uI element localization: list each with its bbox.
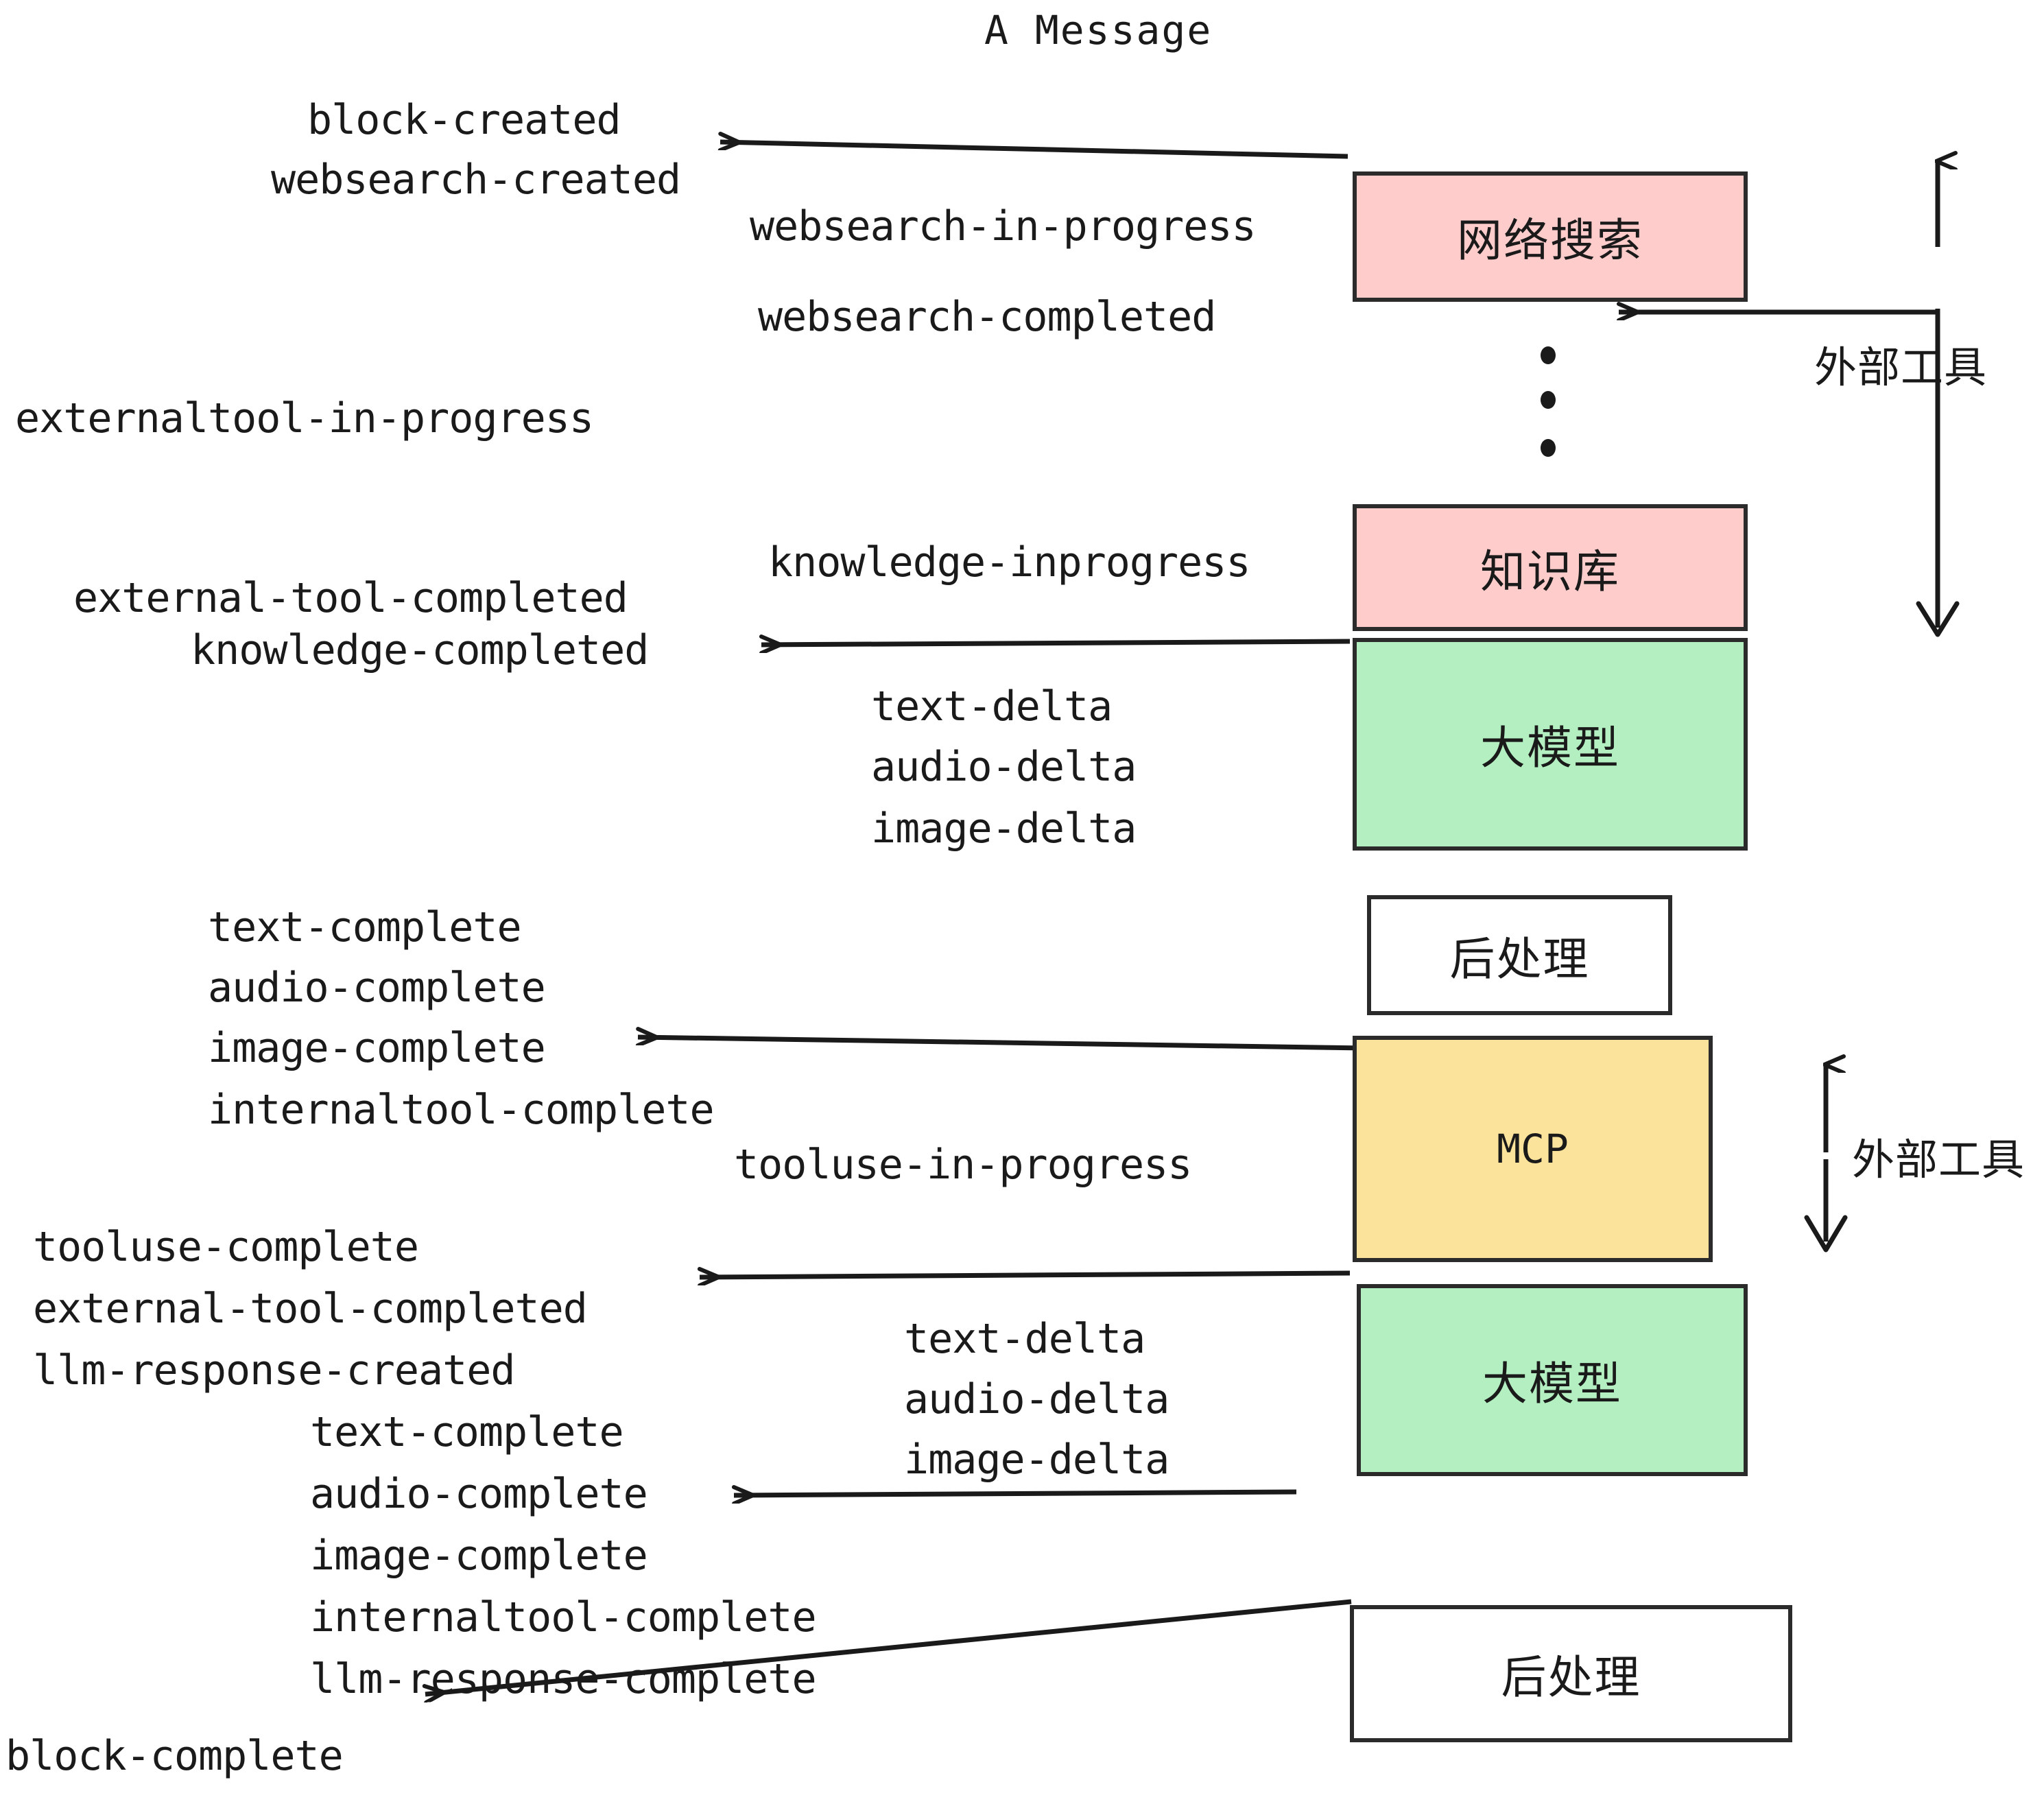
- event-llm-response-complete: llm-response-complete: [310, 1655, 817, 1703]
- event-text-delta-1: text-delta: [871, 683, 1113, 731]
- node-llm-1[interactable]: 大模型: [1353, 638, 1748, 851]
- event-image-complete-1: image-complete: [208, 1024, 546, 1072]
- event-image-complete-2: image-complete: [310, 1532, 648, 1580]
- node-knowledge[interactable]: 知识库: [1353, 504, 1748, 631]
- event-externaltool-in-progress: externaltool-in-progress: [15, 394, 594, 442]
- diagram-title: A Message: [984, 7, 1213, 54]
- event-image-delta-1: image-delta: [871, 805, 1137, 853]
- event-text-complete-1: text-complete: [208, 903, 522, 951]
- event-audio-complete-2: audio-complete: [310, 1470, 648, 1518]
- side-label-external-tools-bottom: 外部工具: [1852, 1135, 2025, 1185]
- event-llm-response-created: llm-response-created: [33, 1346, 515, 1394]
- node-postprocess-2[interactable]: 后处理: [1350, 1605, 1792, 1742]
- node-mcp-label: MCP: [1497, 1126, 1569, 1172]
- external-tools-arrow-down-top: [1916, 309, 1960, 637]
- node-llm-1-label: 大模型: [1480, 722, 1620, 774]
- event-block-complete: block-complete: [5, 1732, 344, 1780]
- event-block-created: block-created: [307, 96, 621, 144]
- ellipsis-dot: [1541, 439, 1556, 457]
- event-tooluse-complete: tooluse-complete: [33, 1223, 419, 1271]
- event-text-complete-2: text-complete: [310, 1408, 624, 1456]
- node-knowledge-label: 知识库: [1480, 545, 1620, 598]
- external-tools-span-bottom: [1804, 1065, 1848, 1253]
- event-internaltool-complete-1: internaltool-complete: [208, 1086, 715, 1134]
- event-image-delta-2: image-delta: [904, 1436, 1169, 1484]
- event-tooluse-in-progress: tooluse-in-progress: [734, 1141, 1192, 1189]
- event-text-delta-2: text-delta: [904, 1315, 1145, 1363]
- arrow-llm2-to-audio-complete: [734, 1492, 1297, 1495]
- arrow-postprocess2-to-block-complete: [425, 1599, 1352, 1694]
- arrow-postprocess-to-image-complete: [638, 1037, 1366, 1051]
- node-websearch[interactable]: 网络搜索: [1353, 171, 1748, 302]
- node-mcp[interactable]: MCP: [1353, 1036, 1713, 1262]
- event-websearch-completed: websearch-completed: [758, 293, 1216, 341]
- event-websearch-created: websearch-created: [271, 156, 681, 204]
- node-postprocess-2-label: 后处理: [1501, 1651, 1641, 1704]
- side-label-external-tools-top: 外部工具: [1814, 342, 1988, 392]
- event-audio-complete-1: audio-complete: [208, 964, 546, 1012]
- event-knowledge-completed: knowledge-completed: [191, 626, 649, 674]
- node-llm-2-label: 大模型: [1482, 1357, 1622, 1410]
- arrow-websearch-to-block-created: [720, 142, 1348, 159]
- arrow-knowledge-to-knowledge-completed: [761, 641, 1351, 645]
- node-llm-2[interactable]: 大模型: [1357, 1284, 1748, 1476]
- event-external-tool-completed-2: external-tool-completed: [33, 1285, 588, 1333]
- event-websearch-in-progress: websearch-in-progress: [750, 202, 1257, 250]
- node-websearch-label: 网络搜索: [1457, 214, 1643, 267]
- event-audio-delta-2: audio-delta: [904, 1375, 1169, 1423]
- event-external-tool-completed-1: external-tool-completed: [73, 574, 628, 622]
- ellipsis-dot: [1541, 346, 1556, 364]
- event-internaltool-complete-2: internaltool-complete: [310, 1593, 817, 1641]
- external-tools-span-top: [1619, 161, 1938, 312]
- ellipsis-dot: [1541, 391, 1556, 409]
- event-knowledge-inprogress: knowledge-inprogress: [768, 538, 1250, 586]
- event-audio-delta-1: audio-delta: [871, 743, 1137, 791]
- node-postprocess-1-label: 后处理: [1449, 932, 1590, 986]
- node-postprocess-1[interactable]: 后处理: [1367, 895, 1672, 1015]
- arrow-mcp-to-tooluse-complete: [700, 1273, 1351, 1277]
